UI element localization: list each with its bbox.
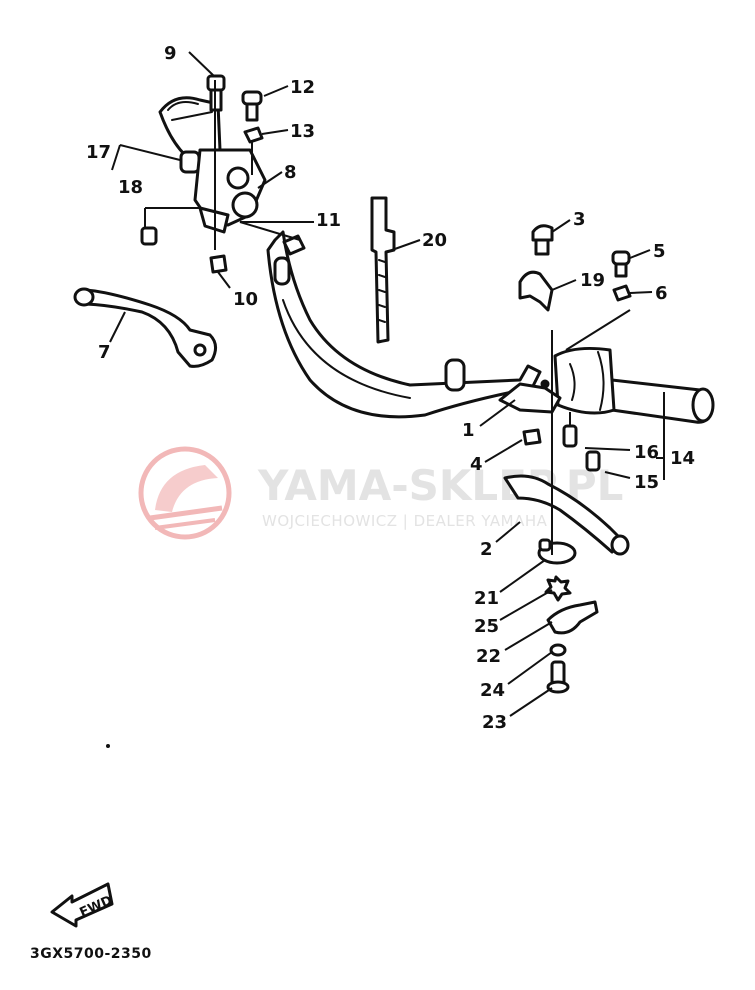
plate-25 xyxy=(544,575,572,602)
adjuster-22 xyxy=(546,600,599,635)
callout-17: 17 xyxy=(86,142,111,163)
lever-7 xyxy=(73,287,217,368)
forward-arrow-icon: FWD xyxy=(50,882,115,928)
callout-15: 15 xyxy=(634,472,659,493)
callout-1: 1 xyxy=(462,420,475,441)
callout-24: 24 xyxy=(480,680,505,701)
screw-18 xyxy=(140,226,158,246)
callout-23: 23 xyxy=(482,712,507,733)
lever-bracket-assembly xyxy=(158,96,267,234)
grip-assembly xyxy=(498,347,715,424)
nut-4 xyxy=(522,428,542,446)
callout-6: 6 xyxy=(655,283,668,304)
watermark-subtitle: WOJCIECHOWICZ | DEALER YAMAHA xyxy=(262,512,548,530)
bolt-5 xyxy=(611,250,631,278)
callout-11: 11 xyxy=(316,210,341,231)
screw-23 xyxy=(546,660,570,694)
nut-13 xyxy=(243,126,264,144)
watermark: YAMA-SKLEP.PL WOJCIECHOWICZ | DEALER YAM… xyxy=(138,446,623,540)
screw-15 xyxy=(585,450,601,472)
callout-13: 13 xyxy=(290,121,315,142)
nut-10 xyxy=(209,254,228,274)
callout-2: 2 xyxy=(480,539,493,560)
callout-16: 16 xyxy=(634,442,659,463)
callout-9: 9 xyxy=(164,43,177,64)
collar-21 xyxy=(537,538,577,565)
callout-4: 4 xyxy=(470,454,483,475)
callout-19: 19 xyxy=(580,270,605,291)
callout-20: 20 xyxy=(422,230,447,251)
watermark-logo xyxy=(138,446,232,540)
washer-24 xyxy=(549,643,567,657)
stray-dot xyxy=(106,744,110,748)
callout-7: 7 xyxy=(98,342,111,363)
callouts: 9 12 13 17 18 8 11 10 20 7 3 5 19 6 1 4 … xyxy=(86,43,695,733)
callout-18: 18 xyxy=(118,177,143,198)
callout-21: 21 xyxy=(474,588,499,609)
callout-22: 22 xyxy=(476,646,501,667)
bolt-12 xyxy=(241,90,263,122)
handlebar xyxy=(266,230,542,419)
bolt-3 xyxy=(531,224,554,256)
diagram-code: 3GX5700-2350 xyxy=(30,946,152,962)
callout-10: 10 xyxy=(233,289,258,310)
callout-14: 14 xyxy=(670,448,695,469)
leader-lines xyxy=(109,51,665,717)
callout-3: 3 xyxy=(573,209,586,230)
lever-2 xyxy=(503,474,630,556)
callout-25: 25 xyxy=(474,616,499,637)
nut-6 xyxy=(612,284,632,302)
callout-5: 5 xyxy=(653,241,666,262)
clamp-19 xyxy=(518,270,554,312)
callout-12: 12 xyxy=(290,77,315,98)
screw-16 xyxy=(562,424,578,448)
cable-tie-20 xyxy=(370,196,396,344)
callout-8: 8 xyxy=(284,162,297,183)
